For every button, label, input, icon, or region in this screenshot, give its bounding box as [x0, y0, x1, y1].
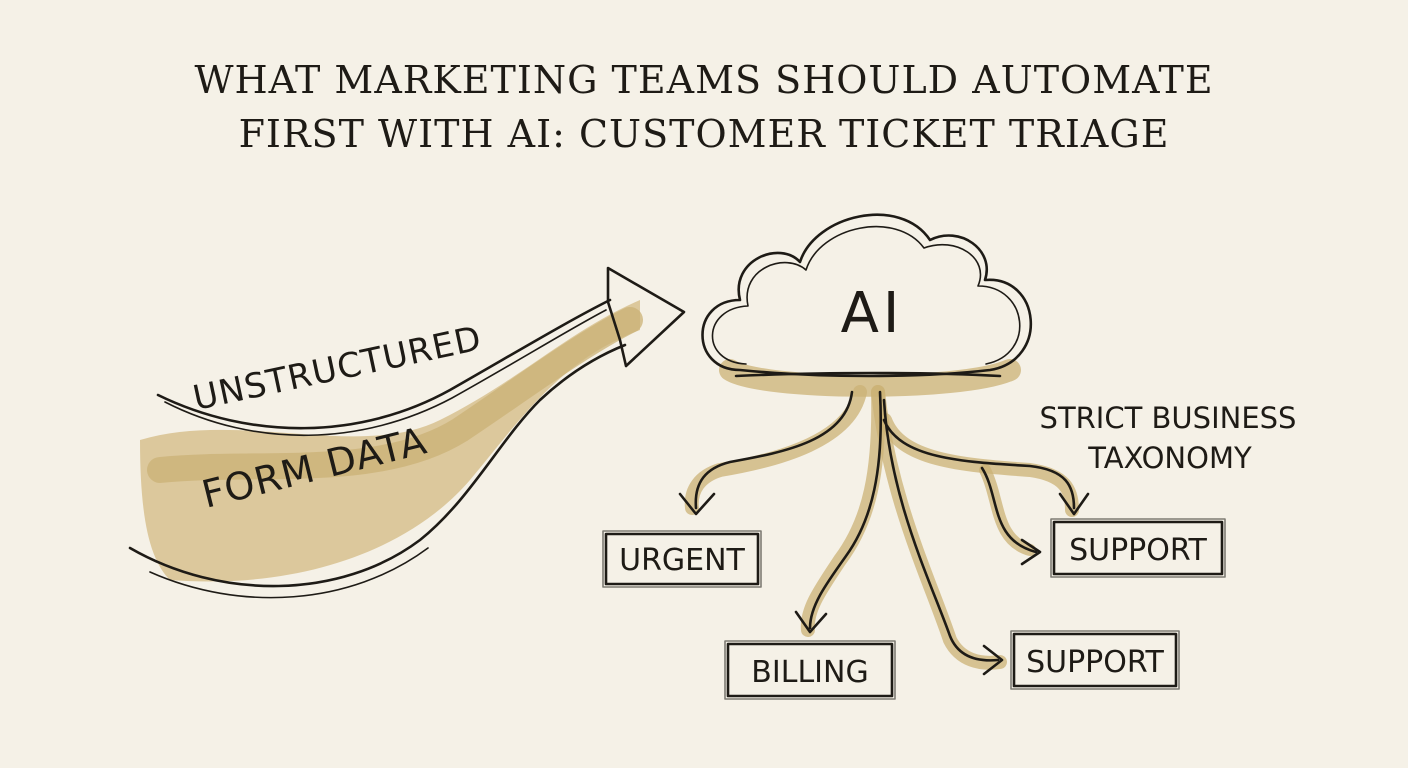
- category-support-lower-box: [1012, 632, 1178, 688]
- category-billing-box-sketch: [724, 640, 896, 700]
- branch-to-billing: [808, 390, 883, 630]
- branch-arrows: [678, 390, 1090, 676]
- branch-to-support-lower-head: [982, 644, 1004, 676]
- input-arrow-head: [606, 266, 686, 368]
- taxonomy-label-line-2: TAXONOMY: [1087, 441, 1252, 475]
- ai-cloud-outline: [701, 213, 1033, 378]
- category-urgent-label: URGENT: [619, 543, 745, 578]
- category-billing-box: [726, 642, 894, 698]
- category-support-lower-label: SUPPORT: [1026, 645, 1164, 680]
- category-support-upper-box: [1052, 520, 1224, 576]
- category-support-upper-label: SUPPORT: [1069, 533, 1207, 568]
- category-support-upper: SUPPORT: [1050, 518, 1226, 578]
- branch-to-support-lower: [882, 398, 1000, 662]
- category-billing-label: BILLING: [751, 655, 868, 690]
- category-billing: BILLING: [724, 640, 896, 700]
- title-line-1: WHAT MARKETING TEAMS SHOULD AUTOMATE: [194, 58, 1214, 102]
- input-arrow-wash: [140, 300, 640, 582]
- category-support-lower: SUPPORT: [1010, 630, 1180, 690]
- ai-cloud-base-line: [734, 371, 1002, 378]
- taxonomy-label-line-1: STRICT BUSINESS: [1040, 401, 1297, 435]
- branch-to-urgent-head: [678, 492, 716, 516]
- category-urgent-box-sketch: [602, 530, 762, 588]
- input-arrow-bottom-edge: [128, 343, 627, 588]
- input-arrow-top-edge: [156, 298, 612, 430]
- input-arrow: [128, 266, 686, 599]
- ai-cloud-label: AI: [841, 281, 904, 346]
- input-arrow-top-edge-2: [164, 309, 607, 437]
- branch-curl-to-support: [980, 466, 1038, 554]
- ai-cloud-outline-sketch: [711, 225, 1021, 365]
- category-urgent-box: [604, 532, 760, 586]
- branch-curl-head: [1020, 538, 1042, 566]
- branch-washes: [684, 385, 1079, 670]
- branch-to-billing-head: [794, 610, 828, 634]
- branch-to-support-upper-head: [1058, 492, 1090, 516]
- input-arrow-bottom-edge-2: [149, 547, 429, 599]
- input-arrow-wash-streak: [147, 307, 643, 483]
- category-support-lower-box-sketch: [1010, 630, 1180, 690]
- branch-to-urgent: [694, 390, 854, 510]
- branch-to-support-upper: [882, 418, 1076, 510]
- category-support-upper-box-sketch: [1050, 518, 1226, 578]
- category-urgent: URGENT: [602, 530, 762, 588]
- title-line-2: FIRST WITH AI: CUSTOMER TICKET TRIAGE: [238, 112, 1170, 156]
